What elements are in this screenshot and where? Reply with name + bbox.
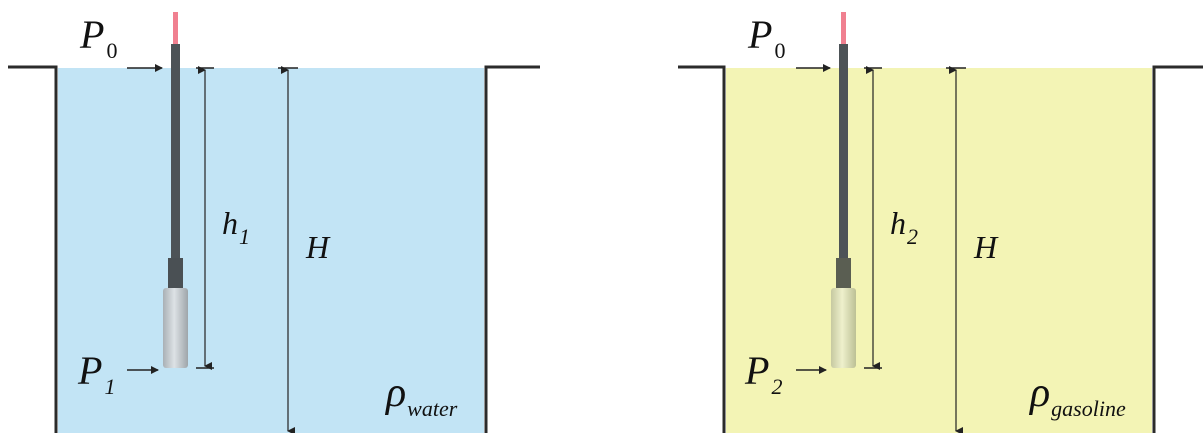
label-top-pressure: P0 [79, 12, 117, 63]
dimension-H-water [278, 66, 298, 433]
probe-tip [173, 12, 178, 44]
tank-wall-left [678, 65, 726, 433]
probe-neck [836, 258, 851, 288]
label-bottom-pressure: P2 [744, 348, 782, 399]
tank-water: P0 P1 h1 H ρwater [8, 12, 540, 433]
probe-cable [171, 44, 180, 260]
label-probe-depth: h1 [222, 205, 250, 249]
label-top-pressure: P0 [747, 12, 785, 63]
probe-body [163, 288, 188, 368]
tank-gasoline: P0 P2 h2 H ρgasoline [678, 12, 1203, 433]
label-probe-depth: h2 [890, 205, 918, 249]
tank-wall-right [484, 65, 540, 433]
label-density: ρgasoline [1028, 370, 1126, 421]
label-bottom-pressure: P1 [77, 348, 115, 399]
label-density: ρwater [384, 370, 458, 421]
probe-tip [841, 12, 846, 44]
tank-wall-left [8, 65, 58, 433]
pressure-probe-icon [163, 12, 188, 368]
probe-body [831, 288, 856, 368]
label-tank-depth: H [305, 229, 331, 265]
dimension-H-gasoline [946, 66, 966, 433]
pressure-probe-icon [831, 12, 856, 368]
label-tank-depth: H [973, 229, 999, 265]
probe-cable [839, 44, 848, 260]
probe-neck [168, 258, 183, 288]
gasoline-liquid [726, 68, 1152, 433]
water-liquid [58, 68, 484, 433]
dimension-h2 [864, 66, 882, 370]
tank-wall-right [1152, 65, 1203, 433]
dimension-h1 [196, 66, 214, 370]
